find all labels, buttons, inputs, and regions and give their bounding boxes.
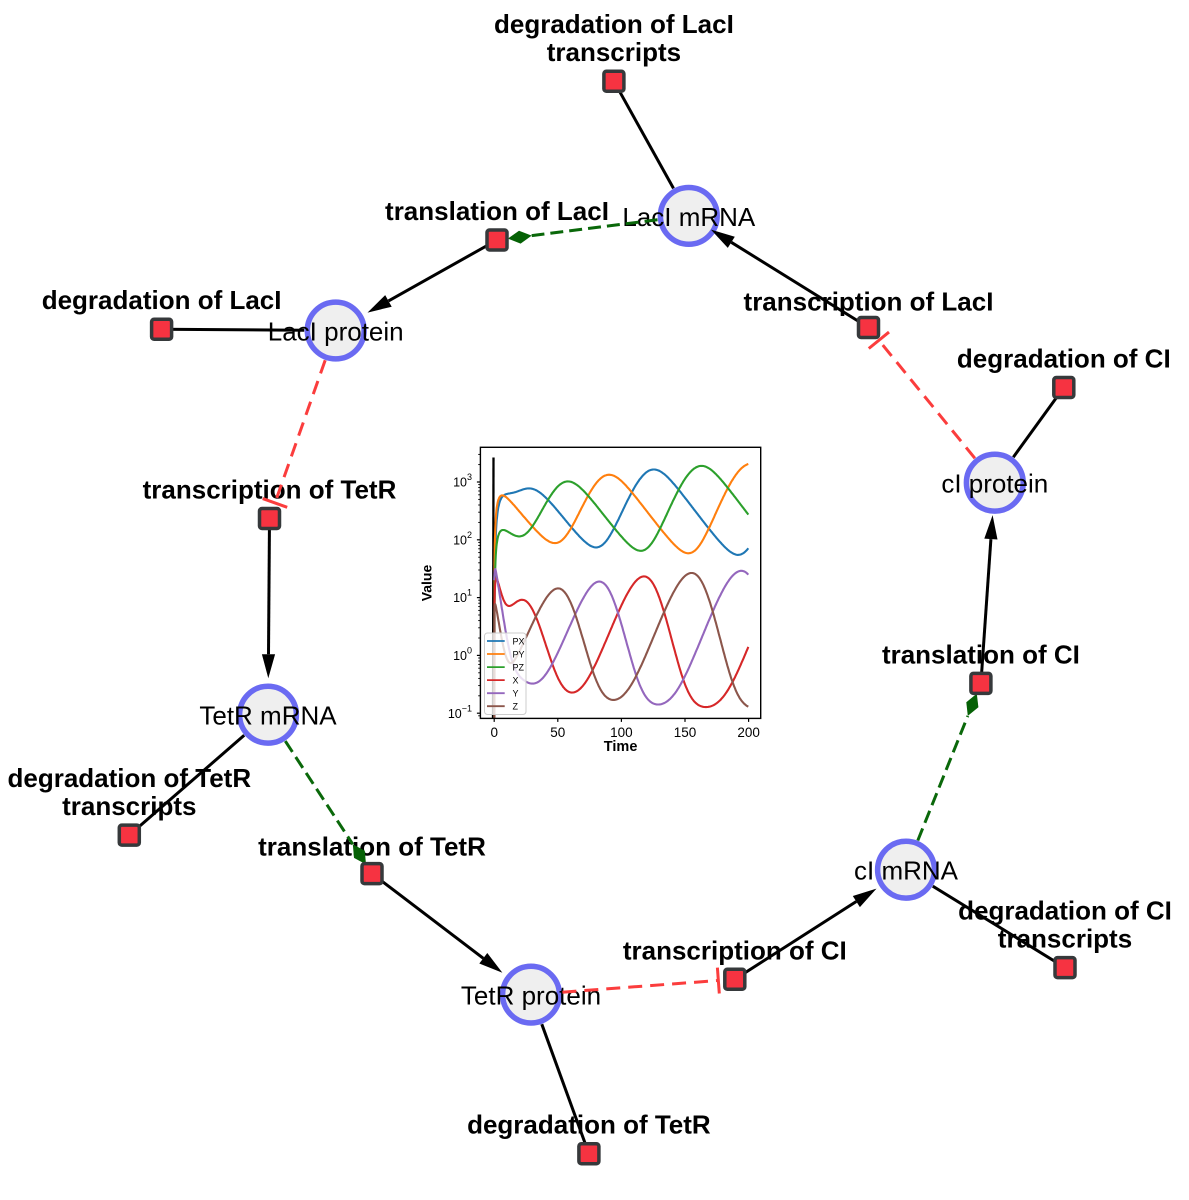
svg-text:translation of TetR: translation of TetR: [258, 832, 486, 862]
svg-text:TetR mRNA: TetR mRNA: [199, 701, 337, 731]
svg-text:Z: Z: [513, 702, 519, 712]
svg-text:transcription of LacI: transcription of LacI: [744, 286, 994, 316]
svg-text:PZ: PZ: [513, 662, 525, 672]
svg-text:translation of LacI: translation of LacI: [385, 196, 609, 226]
svg-text:transcription of CI: transcription of CI: [623, 935, 847, 965]
svg-text:50: 50: [550, 725, 565, 740]
svg-text:degradation of TetR: degradation of TetR: [7, 763, 251, 793]
svg-text:Y: Y: [513, 689, 519, 699]
svg-text:degradation of LacI: degradation of LacI: [494, 9, 734, 39]
svg-text:150: 150: [674, 725, 697, 740]
svg-text:Value: Value: [419, 565, 435, 602]
svg-text:cI mRNA: cI mRNA: [854, 856, 959, 886]
svg-text:cI protein: cI protein: [941, 469, 1048, 499]
svg-text:X: X: [513, 675, 519, 685]
svg-text:Time: Time: [604, 739, 638, 755]
svg-text:degradation of LacI: degradation of LacI: [42, 285, 282, 315]
svg-text:200: 200: [737, 725, 760, 740]
svg-text:degradation of TetR: degradation of TetR: [467, 1110, 711, 1140]
svg-text:TetR protein: TetR protein: [461, 981, 601, 1011]
svg-text:degradation of CI: degradation of CI: [957, 344, 1171, 374]
svg-text:transcripts: transcripts: [547, 37, 681, 67]
svg-text:100: 100: [610, 725, 633, 740]
svg-text:degradation of CI: degradation of CI: [958, 896, 1172, 926]
svg-text:LacI mRNA: LacI mRNA: [622, 202, 756, 232]
svg-text:PX: PX: [513, 636, 525, 646]
svg-text:0: 0: [490, 725, 498, 740]
svg-text:PY: PY: [513, 649, 525, 659]
